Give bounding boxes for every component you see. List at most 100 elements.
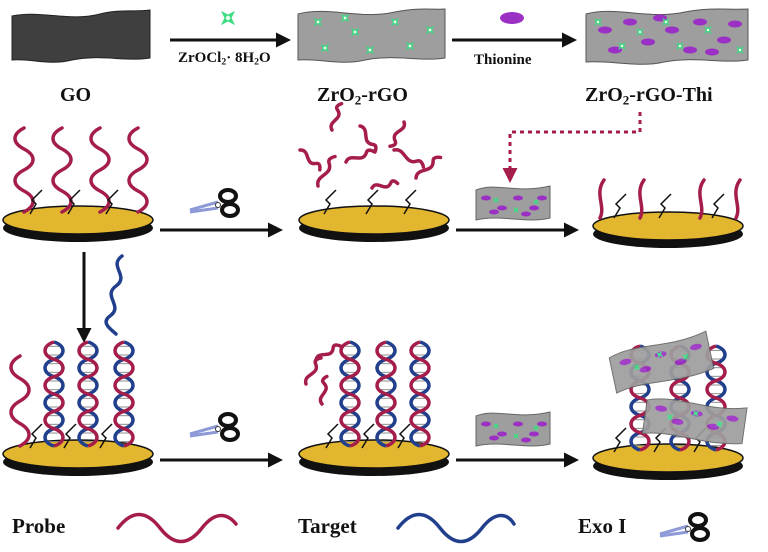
row-hybridized bbox=[2, 330, 748, 480]
digested-fragment bbox=[329, 101, 344, 132]
pivot bbox=[215, 202, 221, 208]
probe-stub bbox=[698, 178, 706, 220]
reagent-zr-prefix: ZrOCl bbox=[178, 50, 222, 66]
zro2-particle bbox=[405, 41, 415, 51]
probe-strand bbox=[43, 340, 65, 448]
electrode-surface bbox=[592, 211, 744, 241]
adsorbed-composite-sheet bbox=[641, 398, 748, 445]
thionine-molecule bbox=[623, 18, 637, 26]
zigzag-linker bbox=[361, 423, 375, 449]
zro2-particle bbox=[692, 409, 700, 418]
probe-strand bbox=[127, 126, 149, 214]
zro2-particle bbox=[340, 13, 350, 23]
thionine-molecule bbox=[529, 205, 539, 211]
handle bbox=[688, 512, 708, 528]
zro2-particle bbox=[676, 42, 684, 50]
probe-strand bbox=[339, 340, 361, 448]
label-zro2-rgo-sub: 2 bbox=[354, 92, 362, 108]
digested-fragment bbox=[316, 154, 337, 188]
thionine-molecule bbox=[598, 26, 612, 34]
zro2-particle bbox=[594, 18, 602, 26]
zigzag-linker bbox=[613, 193, 627, 219]
zro2-particle bbox=[704, 26, 712, 34]
thionine-molecule bbox=[537, 195, 547, 201]
thionine-molecule bbox=[641, 38, 655, 46]
handle bbox=[218, 188, 238, 204]
zro2-particle bbox=[513, 207, 519, 213]
digested-fragment bbox=[303, 356, 323, 386]
blade bbox=[659, 524, 689, 536]
zro2-particle bbox=[655, 350, 664, 359]
label-go: GO bbox=[60, 84, 92, 106]
zro2-rgo-sheet bbox=[297, 8, 446, 63]
pivot bbox=[685, 526, 691, 532]
label-thi-prefix: ZrO bbox=[585, 84, 623, 106]
label-zro2-rgo: ZrO2-rGO bbox=[317, 84, 408, 107]
digested-fragment bbox=[414, 155, 443, 180]
thionine-group bbox=[598, 14, 742, 56]
thionine-molecule bbox=[513, 421, 523, 427]
thionine-molecule bbox=[608, 46, 622, 54]
zigzag-linker bbox=[658, 193, 672, 219]
digested-fragment bbox=[344, 148, 376, 164]
electrode-surface bbox=[298, 205, 450, 235]
reagent-zr-mid: · 8H bbox=[226, 50, 255, 66]
zigzag-linker bbox=[711, 193, 725, 219]
thionine-icon bbox=[500, 12, 524, 24]
zro2-particle bbox=[662, 18, 670, 26]
thionine-molecule bbox=[537, 421, 547, 427]
label-zro2-rgo-prefix: ZrO bbox=[317, 84, 355, 106]
zro2-particle bbox=[320, 43, 330, 53]
zro2-particle bbox=[390, 17, 400, 27]
thionine-molecule bbox=[497, 431, 507, 437]
composite-mini-sheet bbox=[475, 411, 551, 447]
probe-stub bbox=[638, 178, 646, 220]
zro2-particle bbox=[681, 353, 690, 361]
go-sheet bbox=[11, 9, 151, 63]
probe-strand bbox=[375, 340, 397, 448]
zro2-particle bbox=[666, 413, 674, 421]
electrode-surface bbox=[592, 443, 744, 473]
legend-target-label: Target bbox=[298, 514, 357, 538]
digested-fragment bbox=[358, 124, 378, 154]
zro2-particle bbox=[533, 199, 539, 205]
thionine-molecule bbox=[529, 431, 539, 437]
electrode-surface bbox=[298, 439, 450, 469]
reagent-zr-sub1: 2 bbox=[221, 56, 227, 68]
digested-fragment bbox=[388, 120, 407, 148]
zigzag-linker bbox=[29, 423, 43, 449]
zro2-particle bbox=[736, 46, 744, 54]
thionine-molecule bbox=[655, 405, 668, 412]
zro2-particle bbox=[493, 423, 499, 429]
legend-probe-label: Probe bbox=[12, 514, 66, 538]
mini-sheet-body bbox=[475, 185, 551, 221]
blade bbox=[189, 206, 219, 214]
digested-fragment bbox=[318, 374, 329, 406]
probe-strand bbox=[13, 126, 35, 214]
handle bbox=[690, 526, 710, 542]
zigzag-linker bbox=[105, 189, 119, 215]
pivot bbox=[215, 426, 221, 432]
zro2-particle-group bbox=[594, 18, 744, 54]
thionine-molecule bbox=[707, 423, 720, 430]
thionine-molecule bbox=[521, 437, 531, 443]
zro2-particle bbox=[365, 45, 375, 55]
thionine-molecule bbox=[689, 343, 702, 351]
digested-fragment bbox=[314, 343, 342, 362]
target-strand-free bbox=[104, 254, 124, 336]
legend-probe-strand bbox=[116, 512, 238, 544]
electrode-surface bbox=[2, 205, 154, 235]
handle bbox=[218, 412, 238, 428]
zro2-particle bbox=[513, 433, 519, 439]
thionine-molecule bbox=[619, 358, 632, 366]
thionine-molecule bbox=[481, 195, 491, 201]
probe-strand bbox=[409, 340, 431, 448]
reagent-zr-suffix: O bbox=[259, 50, 271, 66]
thionine-molecule bbox=[705, 48, 719, 56]
zro2-particle bbox=[636, 28, 644, 36]
handle bbox=[220, 426, 240, 442]
label-thi-suffix: -rGO-Thi bbox=[629, 84, 713, 106]
probe-strand bbox=[9, 354, 31, 448]
scissors-icon bbox=[189, 188, 240, 218]
